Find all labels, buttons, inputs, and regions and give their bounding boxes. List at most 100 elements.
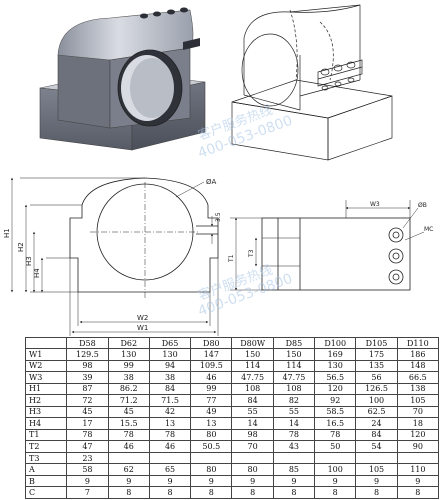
row-label: H4 <box>24 417 68 430</box>
table-cell: 78 <box>66 428 109 442</box>
table-cell: 186 <box>396 348 440 361</box>
table-cell: 66.5 <box>396 371 440 384</box>
table-cell: 56.5 <box>314 371 357 384</box>
table-cell: 70 <box>231 440 274 453</box>
table-cell: 8 <box>272 486 316 499</box>
table-cell: 49 <box>190 405 233 419</box>
table-cell: 8 <box>314 486 357 499</box>
side-view <box>261 200 411 291</box>
table-cell: 45 <box>66 405 109 419</box>
table-cell: 78 <box>272 428 316 442</box>
table-cell: 94 <box>148 359 192 373</box>
table-cell: 80 <box>231 463 274 476</box>
table-cell: 84 <box>355 428 398 442</box>
table-cell: 9 <box>355 474 398 488</box>
table-cell: 72 <box>66 394 109 407</box>
table-cell: 17 <box>66 417 109 430</box>
table-cell: 98 <box>231 428 274 442</box>
table-cell: 7 <box>66 486 109 499</box>
table-cell: 45 <box>107 405 150 419</box>
table-cell: 55 <box>272 405 316 419</box>
label-h3: H3 <box>25 256 33 266</box>
table-cell: 65 <box>148 463 192 476</box>
table-cell: 47.75 <box>272 371 316 384</box>
table-cell: 56 <box>355 371 398 384</box>
row-label: W2 <box>24 359 68 373</box>
table-cell: 84 <box>148 382 192 396</box>
row-label: T3 <box>24 451 68 465</box>
row-label: W1 <box>24 348 68 361</box>
table-cell: 9 <box>272 474 316 488</box>
column-header <box>24 337 68 349</box>
table-cell: 138 <box>396 382 440 396</box>
table-cell: 82 <box>272 394 316 407</box>
table-cell: 99 <box>190 382 233 396</box>
table-cell: 169 <box>314 348 357 361</box>
table-cell: 38 <box>148 371 192 384</box>
table-cell: 43 <box>272 440 316 453</box>
row-label: T2 <box>24 440 68 453</box>
row-label: W3 <box>24 371 68 384</box>
table-cell: 114 <box>231 359 274 373</box>
table-cell: 14 <box>272 417 316 430</box>
row-label: C <box>24 486 68 499</box>
table-cell: 120 <box>396 428 440 442</box>
table-cell: 58 <box>66 463 109 476</box>
table-cell: 8 <box>148 486 192 499</box>
table-cell: 135 <box>355 359 398 373</box>
table-cell: 9 <box>396 474 440 488</box>
table-cell: 78 <box>148 428 192 442</box>
table-cell: 42 <box>148 405 192 419</box>
label-w2: W2 <box>137 314 148 322</box>
table-cell: 78 <box>107 428 150 442</box>
table-cell: 70 <box>396 405 440 419</box>
table-cell: 87 <box>66 382 109 396</box>
column-header: D105 <box>355 337 398 349</box>
table-cell: 130 <box>314 359 357 373</box>
table-cell: 100 <box>355 394 398 407</box>
label-phi-b: ØB <box>418 202 427 209</box>
label-t1: T1 <box>228 254 235 263</box>
row-label: H2 <box>24 394 68 407</box>
table-cell: 114 <box>272 359 316 373</box>
column-header: D80 <box>190 337 233 349</box>
table-cell: 9 <box>148 474 192 488</box>
table-cell: 46 <box>190 371 233 384</box>
table-cell: 90 <box>396 440 440 453</box>
row-label: H3 <box>24 405 68 419</box>
table-cell: 39 <box>66 371 109 384</box>
table-cell: 16.5 <box>314 417 357 430</box>
table-cell: 110 <box>396 463 440 476</box>
table-cell: 8 <box>107 486 150 499</box>
wireframe-clamp-3d <box>231 4 393 161</box>
table-cell <box>231 451 274 465</box>
table-cell: 108 <box>231 382 274 396</box>
table-cell: 8 <box>396 486 440 499</box>
table-cell: 175 <box>355 348 398 361</box>
label-dim-3-5: 3.5 <box>215 212 222 222</box>
table-cell: 100 <box>314 463 357 476</box>
table-cell: 150 <box>272 348 316 361</box>
table-cell: 8 <box>190 486 233 499</box>
column-header: D80W <box>231 337 274 349</box>
table-cell: 99 <box>107 359 150 373</box>
table-cell: 98 <box>66 359 109 373</box>
table-cell: 84 <box>231 394 274 407</box>
table-cell: 50.5 <box>190 440 233 453</box>
table-cell: 80 <box>190 463 233 476</box>
label-h4: H4 <box>33 268 41 278</box>
column-header: D58 <box>66 337 109 349</box>
front-view-dimensions <box>10 177 217 334</box>
column-header: D110 <box>396 337 440 349</box>
label-h1: H1 <box>3 228 11 238</box>
row-label: H1 <box>24 382 68 396</box>
label-phi-a: ØA <box>206 178 217 186</box>
table-cell: 50 <box>314 440 357 453</box>
table-cell: 8 <box>231 486 274 499</box>
front-view <box>20 177 219 336</box>
table-cell: 108 <box>272 382 316 396</box>
